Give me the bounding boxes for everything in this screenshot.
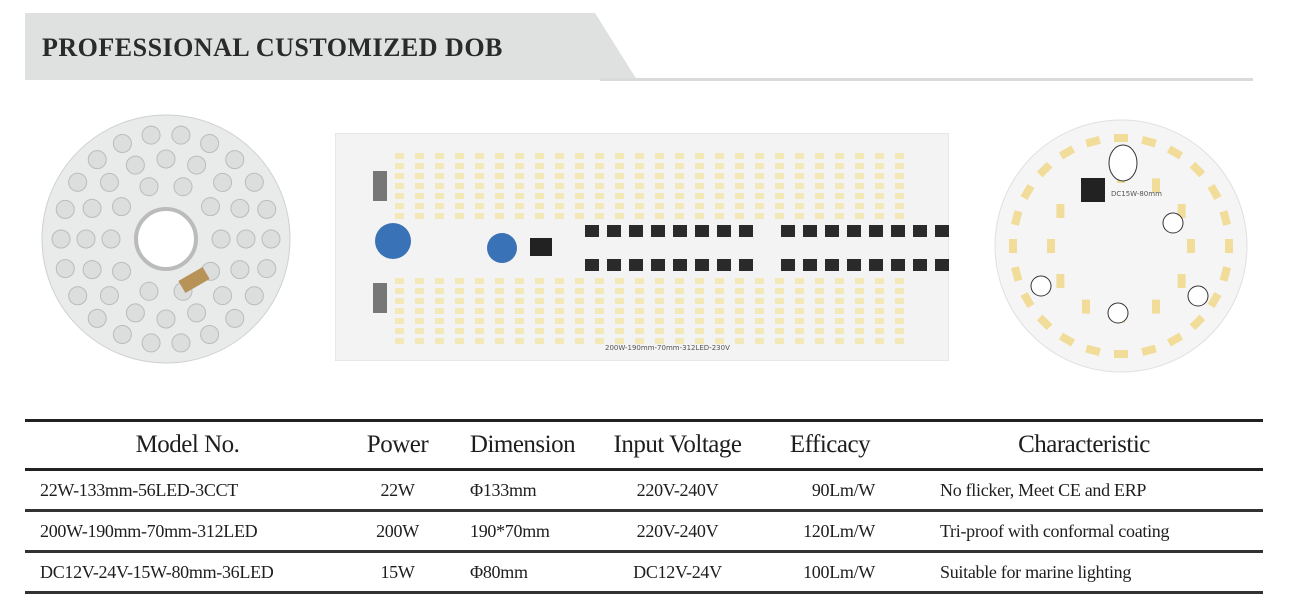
cell-efficacy: 90Lm/W bbox=[811, 479, 875, 500]
page-title: PROFESSIONAL CUSTOMIZED DOB bbox=[42, 33, 503, 62]
title-banner bbox=[25, 13, 637, 80]
header-dimension: Dimension bbox=[469, 431, 576, 458]
header-model-no: Model No. bbox=[135, 431, 240, 458]
cell-efficacy: 120Lm/W bbox=[803, 520, 875, 541]
cell-power: 22W bbox=[380, 479, 415, 500]
round-dc-board-photo: DC15W-80mm bbox=[994, 119, 1248, 373]
cell-model-no: 200W-190mm-70mm-312LED bbox=[40, 520, 258, 541]
header-power: Power bbox=[366, 431, 429, 458]
header-characteristic: Characteristic bbox=[1018, 431, 1150, 458]
cell-model-no: 22W-133mm-56LED-3CCT bbox=[40, 479, 238, 500]
table-row: 200W-190mm-70mm-312LED 200W 190*70mm 220… bbox=[25, 511, 1263, 552]
cell-dimension: Φ133mm bbox=[470, 479, 537, 500]
svg-text:DC15W-80mm: DC15W-80mm bbox=[1111, 190, 1162, 198]
svg-text:200W-190mm-70mm-312LED-230V: 200W-190mm-70mm-312LED-230V bbox=[605, 344, 730, 352]
table-row: DC12V-24V-15W-80mm-36LED 15W Φ80mm DC12V… bbox=[25, 552, 1263, 593]
table-row: 22W-133mm-56LED-3CCT 22W Φ133mm 220V-240… bbox=[25, 470, 1263, 511]
cell-input-voltage: 220V-240V bbox=[636, 520, 719, 541]
cell-characteristic: Suitable for marine lighting bbox=[940, 561, 1132, 582]
cell-dimension: 190*70mm bbox=[470, 520, 550, 541]
cell-characteristic: Tri-proof with conformal coating bbox=[940, 520, 1170, 541]
cell-dimension: Φ80mm bbox=[470, 561, 528, 582]
table-header-row: Model No. Power Dimension Input Voltage … bbox=[25, 420, 1263, 470]
round-lens-module-photo bbox=[41, 114, 291, 364]
cell-model-no: DC12V-24V-15W-80mm-36LED bbox=[40, 561, 274, 582]
cell-input-voltage: DC12V-24V bbox=[633, 561, 722, 582]
linear-dob-board-photo: 200W-190mm-70mm-312LED-230V bbox=[335, 133, 949, 361]
cell-input-voltage: 220V-240V bbox=[636, 479, 719, 500]
header-input-voltage: Input Voltage bbox=[613, 431, 743, 458]
cell-efficacy: 100Lm/W bbox=[803, 561, 875, 582]
cell-characteristic: No flicker, Meet CE and ERP bbox=[940, 479, 1147, 500]
cell-power: 200W bbox=[376, 520, 419, 541]
cell-power: 15W bbox=[380, 561, 415, 582]
header-efficacy: Efficacy bbox=[789, 431, 871, 458]
banner-divider bbox=[600, 78, 1253, 81]
spec-table: Model No. Power Dimension Input Voltage … bbox=[25, 419, 1263, 594]
